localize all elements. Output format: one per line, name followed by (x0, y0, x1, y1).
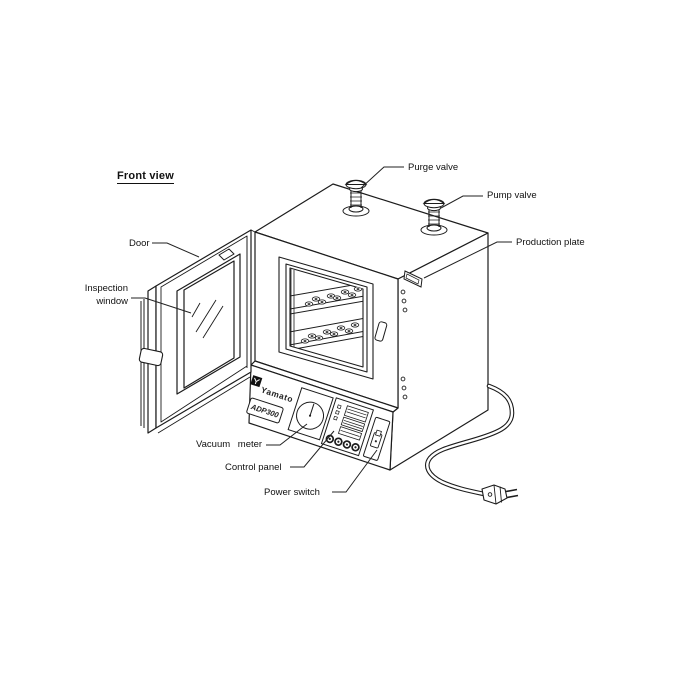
power-switch-label: Power switch (264, 487, 320, 498)
purge-valve-leader (360, 166, 404, 189)
pump-valve-leader (440, 195, 483, 209)
door-hinge-bracket (218, 248, 235, 261)
chamber-shelves (290, 268, 363, 352)
production-plate-label: Production plate (516, 237, 585, 248)
inspection-window-label: Inspection window (84, 283, 128, 307)
brand-logo (250, 375, 263, 388)
vacuum-meter-label: Vacuum meter (196, 439, 263, 450)
shelf-lower (290, 316, 363, 352)
door (138, 229, 256, 434)
door-latch-plate (374, 321, 388, 342)
inspection-window-glass (183, 260, 235, 389)
production-plate-leader (423, 241, 512, 279)
model-badge: ADP300 (246, 397, 284, 424)
base-panel-content: Yamato ADP300 (246, 375, 391, 461)
door-handle-rod (140, 299, 145, 428)
power-plug (481, 484, 519, 505)
vacuum-meter (287, 387, 334, 441)
production-plate (403, 270, 423, 288)
vent-holes (400, 289, 408, 400)
pump-valve-label: Pump valve (487, 190, 537, 201)
purge-valve-label: Purge valve (408, 162, 459, 173)
door-label: Door (129, 238, 150, 249)
control-panel-label: Control panel (225, 462, 282, 473)
door-edge-lines (157, 229, 256, 434)
door-latch-block (138, 347, 164, 367)
door-leader (152, 242, 200, 258)
pump-valve (420, 198, 448, 236)
control-panel (320, 397, 375, 457)
glass-reflections (191, 299, 224, 339)
power-cord (425, 383, 515, 497)
vacuum-meter-leader (266, 423, 308, 446)
front-view-heading: Front view (117, 170, 175, 184)
shelf-upper (290, 281, 363, 316)
power-switch-leader (332, 449, 378, 493)
control-panel-leader (290, 430, 335, 468)
inspection-window-leader (131, 297, 192, 314)
purge-valve (342, 179, 370, 217)
